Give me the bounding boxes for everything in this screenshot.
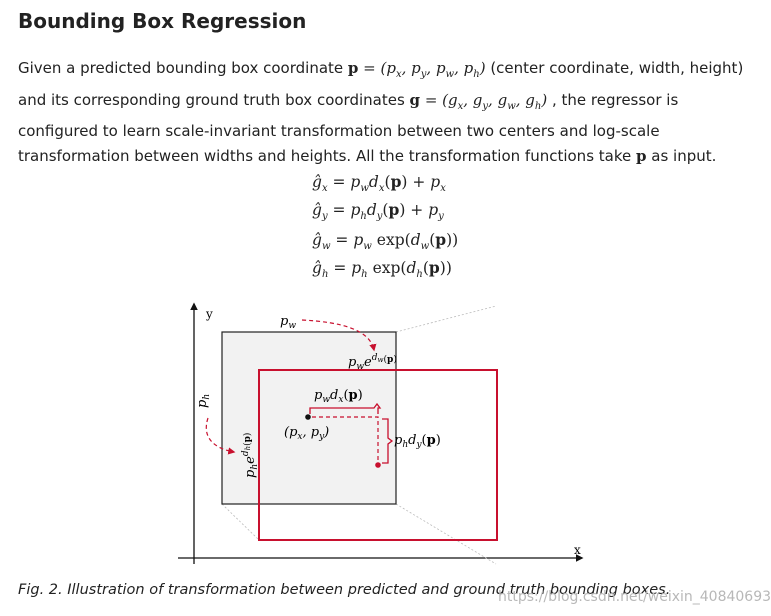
label-pw: pw <box>280 314 296 331</box>
label-center: (px, py) <box>284 425 329 442</box>
arrow-ph <box>205 417 236 455</box>
label-pw-dx: pwdx(p) <box>314 388 363 405</box>
equation-gx: ĝx = pwdx(p) + px <box>312 172 446 195</box>
section-title: Bounding Box Regression <box>18 9 307 33</box>
g-definition: = (gx, gy, gw, gh) <box>420 90 548 112</box>
para-text-3: , the regressor is configured to learn s… <box>18 90 679 165</box>
bbox-diagram: y x pw pwedw(p) ph phedh(p) (px, py) pwd… <box>178 302 584 565</box>
label-ph-dy: phdy(p) <box>394 433 441 450</box>
arrow-pw <box>301 319 377 352</box>
para-text-4: as input. <box>646 146 717 165</box>
equation-gw: ĝw = pw exp(dw(p)) <box>312 230 459 253</box>
figure-caption: Fig. 2. Illustration of transformation b… <box>18 582 671 598</box>
target-center-point <box>375 462 381 468</box>
equation-gy: ĝy = phdy(p) + py <box>312 200 444 223</box>
intro-paragraph: Given a predicted bounding box coordinat… <box>18 56 760 168</box>
center-point <box>305 414 311 420</box>
y-axis-label: y <box>205 307 213 321</box>
p-symbol: p <box>347 59 359 77</box>
watermark: https://blog.csdn.net/weixin_40840693 <box>498 589 771 605</box>
ground-truth-box <box>258 369 498 541</box>
equation-gh: ĝh = ph exp(dh(p)) <box>312 258 452 281</box>
g-symbol: g <box>409 90 421 109</box>
label-ph: ph <box>195 394 212 408</box>
brace-dy <box>382 418 394 464</box>
para-text-2: (center coordinate, width, height) and i… <box>18 59 744 109</box>
offset-path <box>312 416 379 464</box>
p-definition: = (px, py, pw, ph) <box>358 59 486 80</box>
x-axis-label: x <box>574 543 581 557</box>
para-text-1: Given a predicted bounding box coordinat… <box>18 59 348 77</box>
p-symbol-2: p <box>636 146 647 165</box>
brace-dx <box>309 402 382 414</box>
